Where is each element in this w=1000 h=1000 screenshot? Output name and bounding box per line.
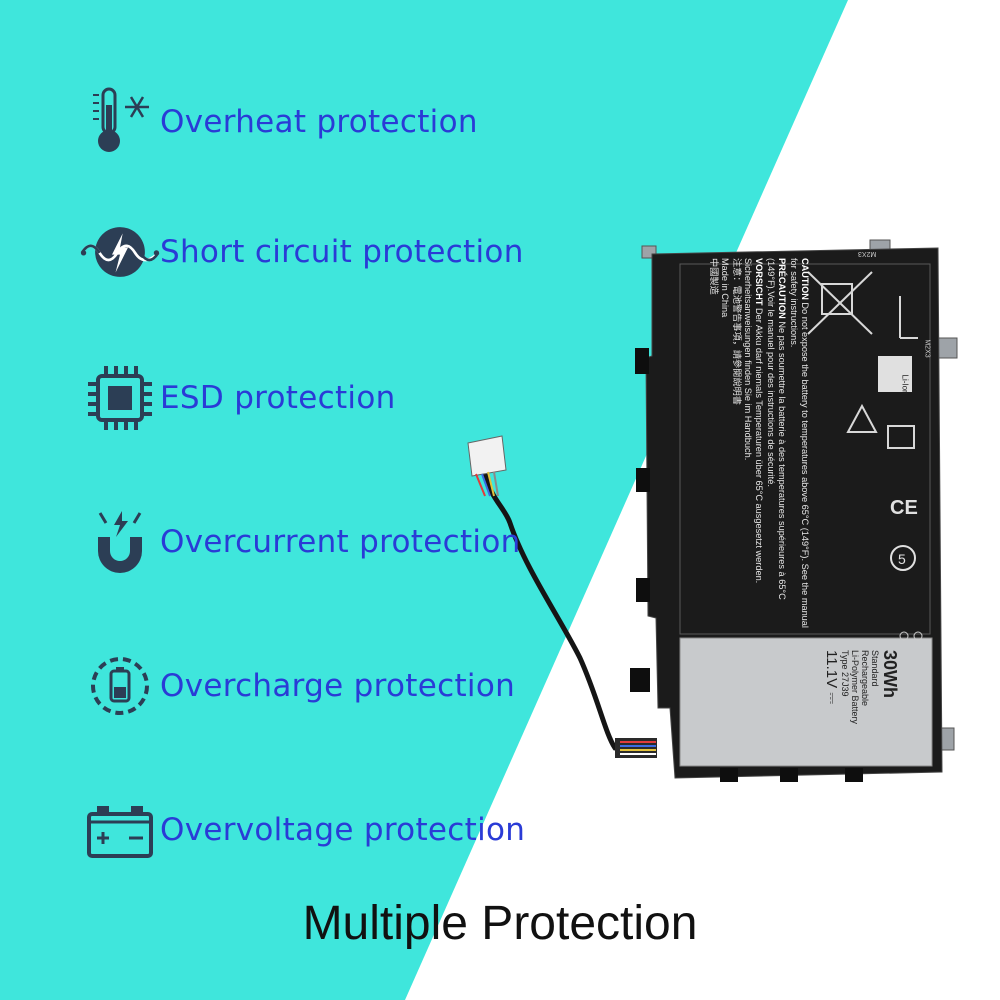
type-code: Type 27J39 — [840, 650, 850, 697]
feature-overheat: Overheat protection — [80, 82, 478, 162]
car-battery-icon — [80, 790, 160, 870]
feature-overvoltage: Overvoltage protection — [80, 790, 525, 870]
feature-overcharge: Overcharge protection — [80, 646, 515, 726]
made-in-cn-label: 中國製造 — [708, 258, 719, 295]
chip-icon — [80, 358, 160, 438]
standard-label: Standard — [870, 650, 880, 687]
svg-text:CE: CE — [890, 497, 918, 519]
lightning-wave-icon — [80, 212, 160, 292]
battery-warning-label: CAUTION Do not expose the battery to tem… — [690, 258, 810, 630]
vorsicht-head: VORSICHT — [754, 258, 765, 306]
teal-panel — [0, 0, 848, 1000]
feature-label: Overvoltage protection — [160, 812, 526, 848]
made-in-label: Made in China — [720, 258, 731, 318]
precaution-head: PRÉCAUTION — [777, 258, 788, 319]
chinese-warning: 注意：電池警告事項，請參閱說明書 — [731, 258, 742, 405]
battery-charge-icon — [80, 646, 160, 726]
svg-text:5: 5 — [898, 551, 906, 567]
caution-head: CAUTION — [800, 258, 810, 300]
caution-text: Do not expose the battery to temperature… — [788, 258, 810, 628]
feature-overcurrent: Overcurrent protection — [80, 502, 521, 582]
feature-label: Overcurrent protection — [160, 524, 521, 560]
feature-label: Short circuit protection — [160, 234, 524, 270]
battery-spec-label: 30Wh Standard Rechargeable Li-Polymer Ba… — [760, 650, 900, 770]
feature-short-circuit: Short circuit protection — [80, 212, 524, 292]
m2x3-marking: M2X3 — [858, 250, 877, 257]
m2x3-marking: M2X3 — [923, 339, 931, 358]
battery-image: CE 5 — [467, 239, 958, 782]
vorsicht-text: Der Akku darf niemals Temperaturen über … — [742, 258, 765, 584]
liion-badge: Li-Ion — [900, 374, 910, 395]
rechargeable-label: Rechargeable — [860, 650, 870, 707]
magnet-lightning-icon — [80, 502, 160, 582]
caption-title: Multiple Protection — [302, 897, 698, 950]
type-desc: Li-Polymer Battery — [850, 650, 860, 725]
voltage: 11.1V ⎓ — [823, 650, 840, 705]
feature-label: Overcharge protection — [160, 668, 516, 704]
feature-label: Overheat protection — [160, 104, 478, 140]
thermometer-snowflake-icon — [80, 82, 160, 162]
capacity: 30Wh — [880, 650, 900, 699]
feature-label: ESD protection — [160, 380, 396, 416]
feature-esd: ESD protection — [80, 358, 396, 438]
